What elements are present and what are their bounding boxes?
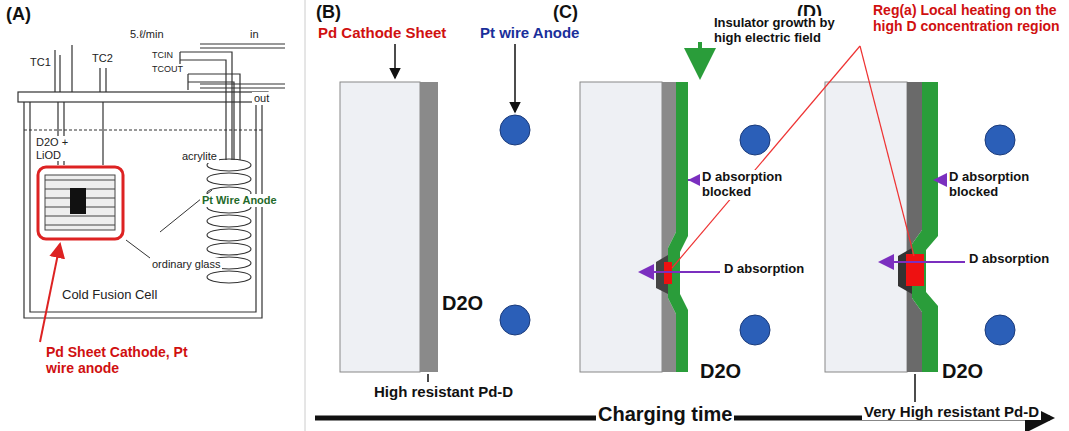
pt-wire	[740, 315, 770, 345]
pd-d-layer	[907, 82, 922, 372]
pt-wire	[985, 315, 1015, 345]
part-label: acrylite	[180, 150, 219, 163]
flow-label: 5.ℓ/min	[130, 28, 164, 41]
insulator-layer	[668, 82, 688, 372]
pd-d-layer	[662, 82, 676, 372]
part-label: Pd Cathode Sheet	[318, 24, 446, 41]
axis-label: Charging time	[596, 403, 734, 426]
leader-line	[914, 374, 916, 402]
electrolyte-label: D2O + LiOD	[34, 136, 78, 161]
part-label: Pt wire Anode	[480, 24, 579, 41]
pt-wire	[985, 125, 1015, 155]
leader-line	[126, 240, 150, 258]
sensor-label: TC2	[92, 52, 113, 65]
pd-sheet	[580, 82, 662, 372]
part-label: Pt Wire Anode	[200, 194, 279, 207]
state-label: D absorption blocked	[947, 170, 1051, 200]
absorption-arrow	[880, 261, 965, 263]
leader-line	[40, 244, 60, 342]
layer-label: Very High resistant Pd-D	[862, 403, 1041, 420]
part-label: ordinary glass	[150, 258, 222, 271]
state-label: D absorption	[967, 252, 1051, 267]
flow-label: out	[252, 92, 271, 105]
part-label: Cold Fusion Cell	[60, 288, 159, 303]
callout-label: Reg(a) Local heating on the high D conce…	[871, 2, 1065, 34]
electrode-lines	[45, 180, 115, 225]
absorption-arrow	[640, 271, 720, 273]
callout-label: Pd Sheet Cathode, Pt wire anode	[44, 344, 198, 376]
pt-wire	[740, 125, 770, 155]
sensor-label: TCIN	[150, 50, 175, 60]
state-label: D absorption blocked	[700, 170, 804, 200]
pd-sheet	[70, 188, 86, 214]
leader-line	[672, 46, 860, 268]
pointer-arrow	[514, 44, 516, 112]
pt-wire	[500, 115, 530, 145]
sensor-label: TCOUT	[150, 64, 185, 74]
electrode-stack	[45, 175, 115, 230]
pt-wire	[500, 305, 530, 335]
panel-letter: (C)	[553, 2, 578, 23]
hot-region	[906, 254, 924, 286]
pointer-arrow	[690, 179, 700, 181]
pointer-arrow	[935, 179, 945, 181]
panel-divider	[305, 0, 306, 431]
panel-letter: (A)	[6, 4, 31, 25]
highlight-frame	[38, 167, 123, 239]
leader-line	[427, 374, 429, 382]
pd-sheet	[340, 82, 420, 372]
pd-d-layer	[420, 82, 438, 372]
flow-label: in	[250, 28, 259, 41]
cell-sketch	[18, 44, 285, 318]
pointer-arrow	[394, 44, 396, 78]
pointer-arrow	[698, 42, 702, 76]
leader-line	[860, 46, 914, 256]
insulator-layer	[912, 82, 938, 372]
process-note: Insulator growth by high electric field	[712, 16, 856, 46]
state-label: D absorption	[722, 262, 806, 277]
sensor-label: TC1	[30, 56, 51, 69]
pd-sheet	[825, 82, 907, 372]
medium-label: D2O	[698, 360, 743, 383]
medium-label: D2O	[940, 360, 985, 383]
panel-letter: (B)	[316, 2, 341, 23]
layer-label: High resistant Pd-D	[372, 383, 515, 400]
medium-label: D2O	[440, 292, 485, 315]
